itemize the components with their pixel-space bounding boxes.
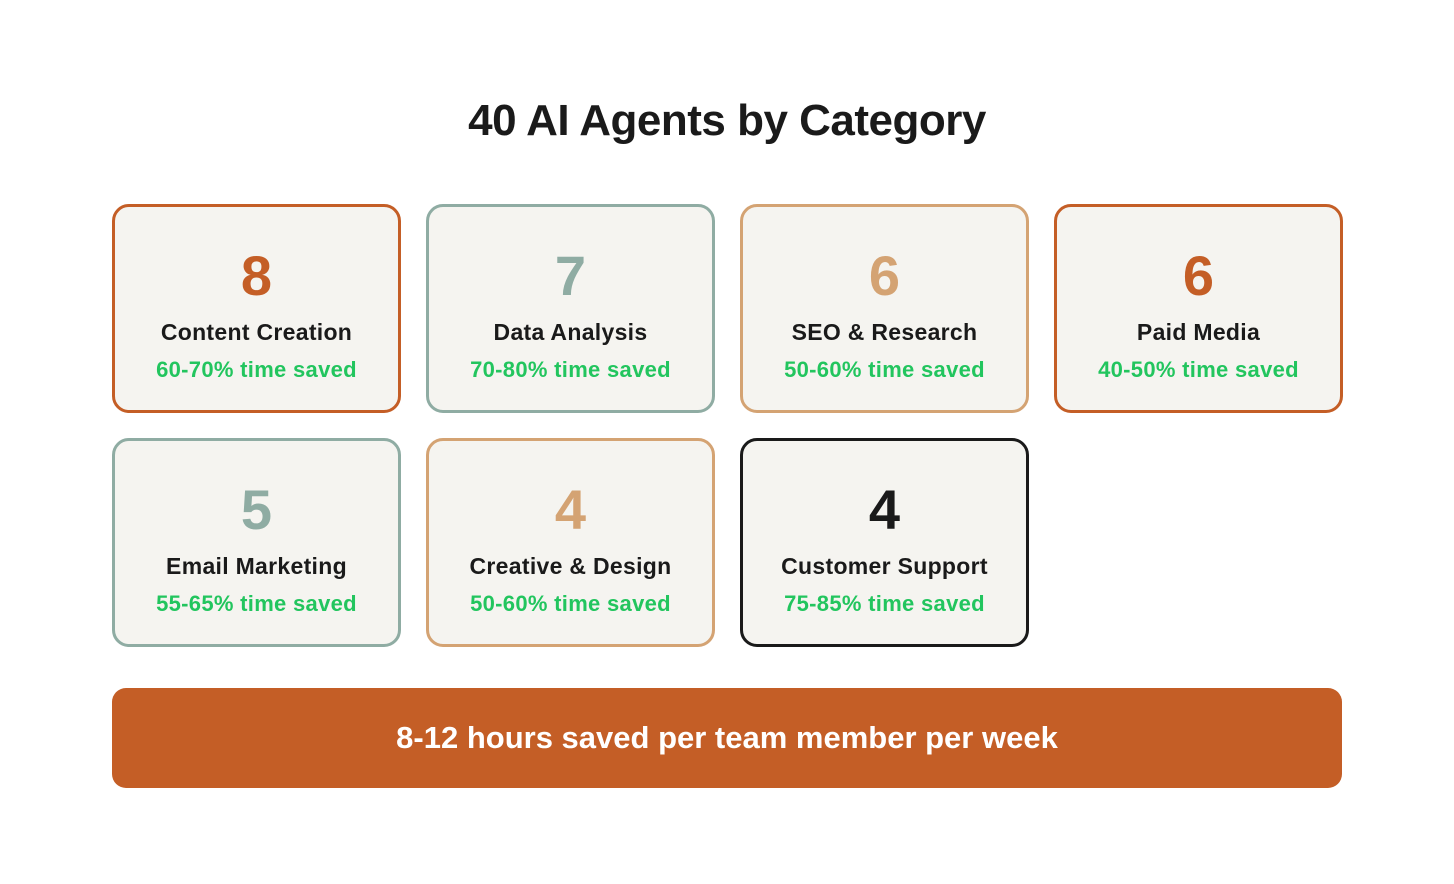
category-name: Creative & Design: [469, 553, 672, 579]
time-saved: 60-70% time saved: [156, 357, 357, 382]
category-count: 6: [868, 244, 901, 307]
category-name: Customer Support: [781, 553, 988, 579]
time-saved: 75-85% time saved: [784, 591, 985, 616]
category-count: 6: [1182, 244, 1215, 307]
page-title: 40 AI Agents by Category: [468, 96, 986, 145]
category-name: SEO & Research: [791, 319, 978, 345]
category-count: 8: [240, 244, 273, 307]
time-saved: 40-50% time saved: [1098, 357, 1299, 382]
time-saved: 70-80% time saved: [470, 357, 671, 382]
category-name: Paid Media: [1136, 319, 1261, 345]
category-count: 7: [554, 244, 587, 307]
category-name: Email Marketing: [166, 553, 347, 579]
summary-banner: 8-12 hours saved per team member per wee…: [112, 688, 1342, 788]
category-name: Content Creation: [160, 319, 353, 345]
category-count: 4: [554, 478, 587, 541]
category-count: 5: [240, 478, 273, 541]
category-name: Data Analysis: [493, 319, 648, 345]
time-saved: 55-65% time saved: [156, 591, 357, 616]
time-saved: 50-60% time saved: [784, 357, 985, 382]
time-saved: 50-60% time saved: [470, 591, 671, 616]
category-count: 4: [868, 478, 901, 541]
